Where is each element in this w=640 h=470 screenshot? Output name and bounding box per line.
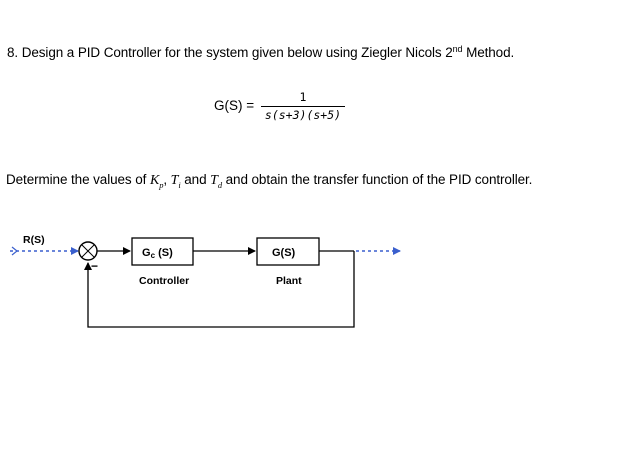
instruction-part2: and obtain the transfer function of the … — [221, 172, 533, 187]
instruction-text: Determine the values of Kp, Ti and Td an… — [6, 170, 566, 195]
plant-caption: Plant — [276, 275, 302, 287]
question-text: Design a PID Controller for the system g… — [21, 45, 453, 60]
equation-numerator: 1 — [299, 90, 307, 104]
controller-box — [131, 237, 194, 266]
equation-denominator: s(s+3)(s+5) — [264, 108, 342, 122]
kp-symbol: Kp — [149, 173, 164, 190]
plant-label: G(S) — [272, 247, 296, 259]
block-diagram: R(S) − Gc (S) Controller G(S) Plant — [10, 234, 401, 328]
question-line: 8. Design a PID Controller for the syste… — [7, 44, 514, 60]
equation-fraction: 1 s(s+3)(s+5) — [261, 90, 345, 122]
equation-lhs: G(S) = — [214, 98, 255, 113]
question-number: 8. — [7, 45, 19, 60]
td-symbol: Td — [210, 173, 222, 190]
instruction-comma: , — [163, 172, 171, 187]
controller-caption: Controller — [139, 275, 189, 287]
feedback-path — [84, 251, 355, 328]
superscript-nd: nd — [452, 44, 463, 54]
input-label-rs: R(S) — [23, 234, 45, 246]
controller-label: Gc (S) — [142, 247, 173, 260]
instruction-part1: Determine the values of — [6, 172, 150, 187]
fraction-bar — [261, 106, 345, 107]
ti-symbol: Ti — [170, 173, 181, 190]
summing-minus-sign: − — [91, 259, 98, 273]
instruction-and: and — [180, 172, 211, 187]
question-text-end: Method. — [462, 45, 515, 60]
input-chevron-icon — [11, 246, 18, 256]
